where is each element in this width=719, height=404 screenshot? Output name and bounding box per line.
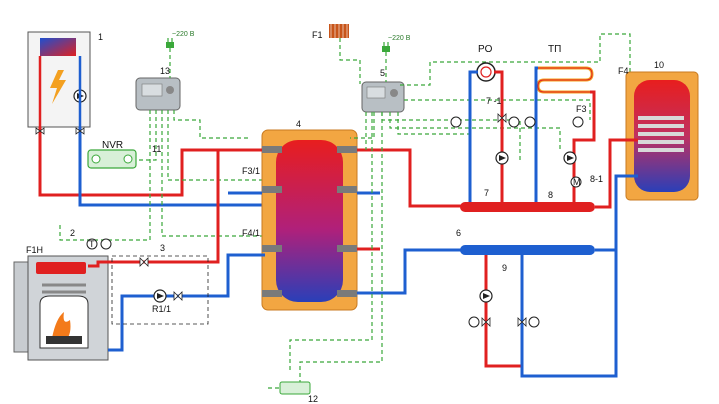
label-6: 6 (456, 228, 461, 238)
thermometer-icon (508, 116, 520, 128)
label-tp: ТП (548, 44, 561, 55)
svg-text:T: T (89, 239, 95, 249)
mixing-group-3 (111, 255, 209, 325)
label-8: 8 (548, 190, 553, 200)
label-9: 9 (502, 263, 507, 273)
controller-5 (361, 81, 405, 113)
label-1: 1 (98, 32, 103, 42)
label-12: 12 (308, 394, 318, 404)
manifold-cold (460, 245, 595, 255)
plug-icon (382, 42, 390, 82)
label-f1: F1 (312, 30, 323, 40)
boiler-supply-pipe (38, 127, 262, 197)
thermometer-icon: T (86, 238, 98, 250)
nvr-unit (87, 149, 137, 169)
label-220v-a: ~220 В (172, 31, 195, 38)
label-10: 10 (654, 60, 664, 70)
control-line (161, 110, 266, 237)
pipe (520, 200, 618, 378)
svg-text:M: M (573, 177, 581, 187)
control-line (350, 112, 375, 139)
sf-supply-pipe (88, 150, 220, 268)
label-nvr: NVR (102, 140, 123, 151)
label-4: 4 (296, 119, 301, 129)
sensor-f1 (329, 24, 349, 38)
valve-icon (517, 317, 527, 327)
valve-icon (35, 127, 45, 135)
label-7-1: 7 -1 (486, 96, 502, 106)
plug-icon (166, 38, 174, 78)
valve-icon (139, 257, 149, 267)
pump-icon (479, 289, 493, 303)
pipe (595, 138, 638, 209)
control-line (289, 112, 373, 370)
valve-icon (75, 127, 85, 135)
pump-icon (495, 151, 509, 165)
control-line (404, 99, 591, 120)
thermometer-icon (100, 238, 112, 250)
control-line (167, 110, 266, 181)
valve-icon (497, 113, 507, 123)
pump-icon (153, 289, 167, 303)
radiator-icon (476, 62, 496, 82)
valve-icon (173, 291, 183, 301)
thermometer-icon (572, 116, 584, 128)
lightning-icon (50, 70, 66, 104)
label-5: 5 (380, 68, 385, 78)
buffer-to-manifold-hot (357, 148, 465, 208)
thermometer-icon (524, 116, 536, 128)
label-r1-1: R1/1 (152, 304, 171, 314)
control-line (299, 112, 383, 388)
sf-return-pipe (108, 253, 265, 352)
sensor-12 (268, 381, 311, 395)
label-f4-1: F4/1 (242, 228, 260, 238)
manifold-hot (460, 202, 595, 212)
control-line (59, 110, 151, 241)
label-220v-b: ~220 В (388, 35, 411, 42)
thermometer-icon (450, 116, 462, 128)
label-2: 2 (70, 228, 75, 238)
label-f1h: F1H (26, 245, 43, 255)
label-11: 11 (152, 144, 161, 154)
control-line (136, 110, 157, 161)
control-line (389, 112, 561, 150)
underfloor-heating-icon (536, 66, 594, 94)
label-7: 7 (484, 188, 489, 198)
solid-fuel-boiler (13, 255, 109, 361)
control-line (339, 38, 361, 84)
control-line (400, 33, 631, 140)
label-8-1: 8-1 (590, 174, 603, 184)
label-f3-1: F3/1 (242, 166, 260, 176)
label-13: 13 (160, 66, 170, 76)
pipe (468, 70, 478, 202)
label-f4: F4 (618, 66, 629, 76)
dhw-tank (625, 71, 699, 201)
mixing-valve-icon: M (570, 176, 582, 188)
flame-icon (52, 312, 71, 340)
pipe (534, 66, 538, 202)
buffer-tank (261, 129, 358, 311)
gas-boiler (27, 31, 91, 128)
thermometer-icon (468, 316, 480, 328)
thermometer-icon (528, 316, 540, 328)
valve-icon (481, 317, 491, 327)
label-3: 3 (160, 243, 165, 253)
control-line (173, 110, 250, 139)
controller-13 (135, 77, 181, 111)
heat-exchanger-icon (40, 38, 76, 56)
buffer-to-manifold-cold (357, 248, 465, 295)
label-po: PO (478, 44, 493, 55)
label-f3: F3 (576, 104, 587, 114)
pipe (494, 70, 504, 202)
pump-icon (563, 151, 577, 165)
boiler-return-pipe (78, 127, 265, 207)
